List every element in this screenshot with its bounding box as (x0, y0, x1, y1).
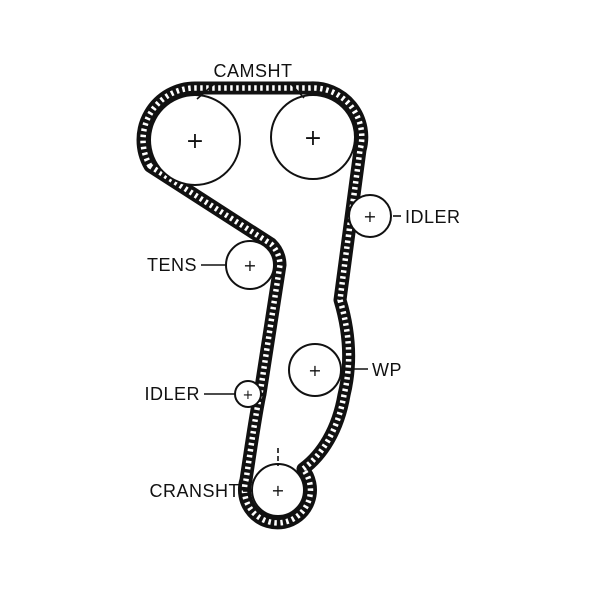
label-water-pump: WP (372, 360, 402, 380)
label-idler-upper: IDLER (405, 207, 461, 227)
label-tensioner: TENS (147, 255, 197, 275)
plus-mark-camshaft-left: + (186, 129, 204, 154)
plus-mark-camshaft-right: + (304, 126, 322, 151)
plus-mark-tensioner: + (243, 256, 256, 275)
idler-pulley-upper (348, 194, 392, 238)
leader-line-camshaft (196, 83, 305, 100)
plus-mark-idler-lower: + (243, 388, 254, 403)
label-crankshaft: CRANSHT (149, 481, 240, 501)
water-pump-pulley (288, 343, 342, 397)
timing-belt-teeth (140, 85, 365, 526)
camshaft-pulley-left (149, 94, 241, 186)
plus-mark-crankshaft: + (271, 481, 284, 500)
plus-mark-idler-upper: + (363, 207, 376, 226)
label-idler-lower: IDLER (144, 384, 200, 404)
camshaft-pulley-right (270, 94, 356, 180)
label-camshaft: CAMSHT (214, 61, 293, 81)
plus-mark-water-pump: + (308, 361, 321, 380)
